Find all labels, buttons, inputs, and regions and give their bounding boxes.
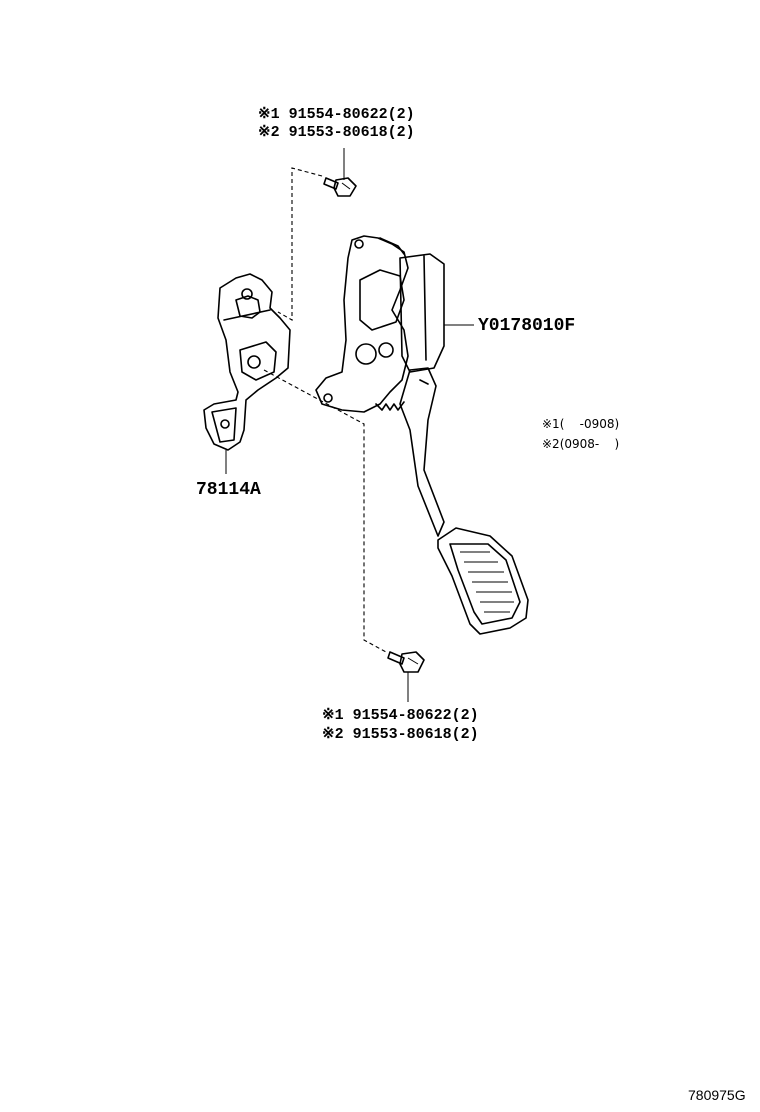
bottom-bolt-icon bbox=[387, 651, 425, 673]
pedal-assembly-callout: Y0178010F bbox=[478, 316, 576, 336]
top-bolt-icon bbox=[323, 177, 357, 197]
bottom-bolt-callout-2: ※2 91553-80618(2) bbox=[322, 726, 479, 743]
bottom-bolt-callout-1: ※1 91554-80622(2) bbox=[322, 707, 479, 724]
applicability-note-2: ※2(0908- ) bbox=[542, 437, 620, 451]
bracket-callout: 78114A bbox=[196, 480, 261, 500]
bottom-alignment-line bbox=[263, 369, 387, 653]
top-bolt-callout-2: ※2 91553-80618(2) bbox=[258, 124, 415, 141]
illustration-code: 780975G bbox=[688, 1087, 746, 1103]
pedal-assembly-Y0178010F bbox=[315, 235, 529, 635]
top-bolt-callout-1: ※1 91554-80622(2) bbox=[258, 106, 415, 123]
bracket-78114A bbox=[203, 273, 291, 451]
applicability-note-1: ※1( -0908) bbox=[542, 417, 620, 431]
top-alignment-line bbox=[277, 167, 323, 321]
